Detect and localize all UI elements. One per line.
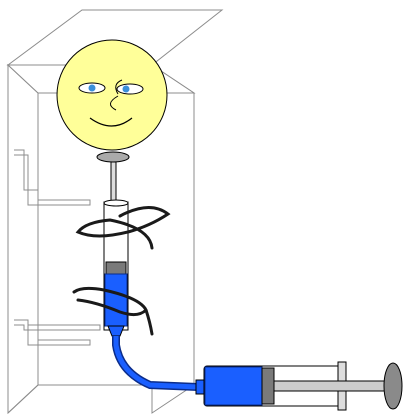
box-left-side bbox=[7, 63, 39, 414]
tie-strings bbox=[72, 206, 171, 336]
horizontal-plunger bbox=[261, 367, 275, 405]
box-bracket-lower bbox=[14, 319, 91, 346]
upper-tie-string bbox=[75, 206, 171, 250]
mouth-icon bbox=[89, 117, 133, 127]
balloon-knot bbox=[96, 151, 130, 163]
horizontal-syringe bbox=[195, 361, 403, 411]
balloon bbox=[56, 39, 168, 163]
lower-tie-string bbox=[72, 286, 154, 336]
balloon-face bbox=[56, 39, 168, 151]
blue-liquid-column bbox=[104, 273, 128, 327]
vertical-plunger bbox=[105, 261, 127, 275]
right-eye-icon bbox=[116, 83, 144, 95]
plunger-thumb-disc bbox=[383, 362, 403, 410]
box-bracket-upper bbox=[14, 149, 91, 206]
nose-icon bbox=[110, 95, 119, 111]
